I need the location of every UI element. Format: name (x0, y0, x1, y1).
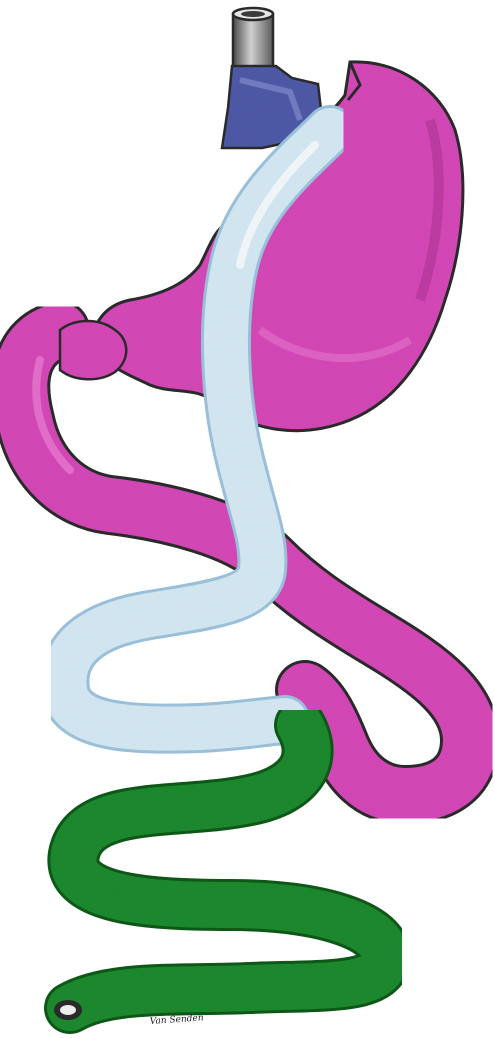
esophagus (233, 8, 273, 70)
